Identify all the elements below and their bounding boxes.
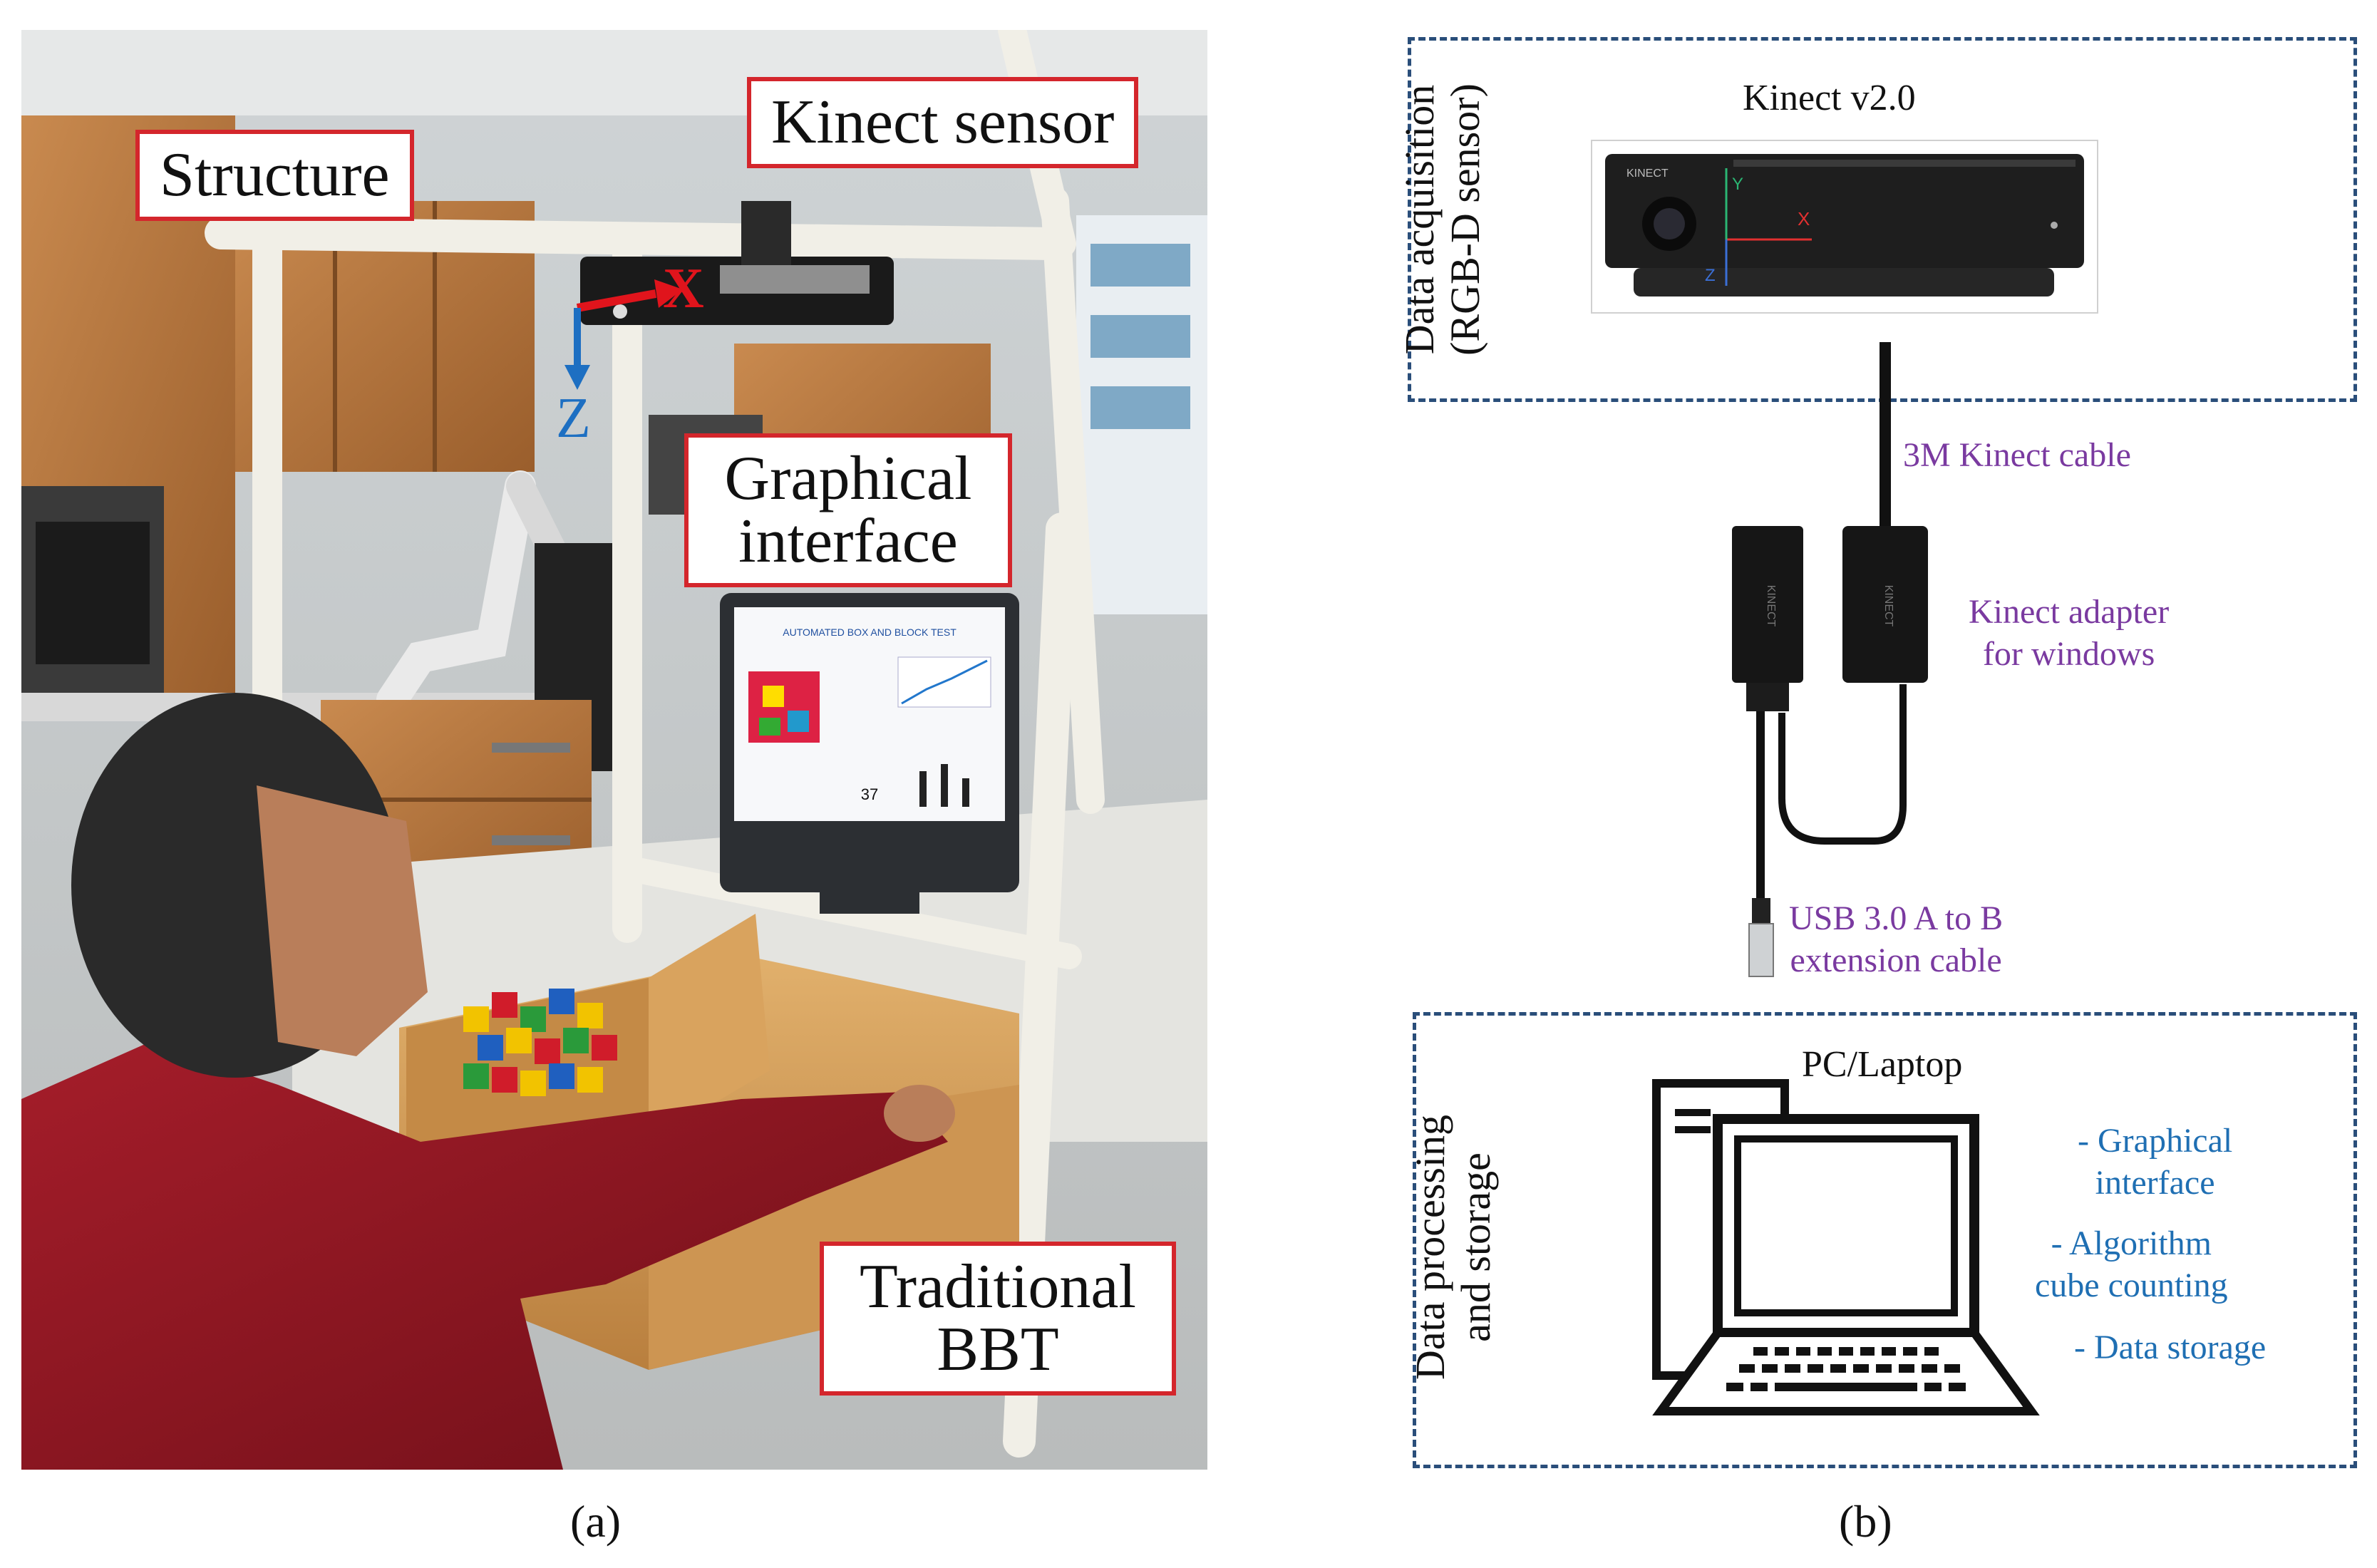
kinect-y-axis-label: Y (1732, 175, 1743, 194)
z-axis-label: Z (556, 387, 591, 450)
monitor-score: 37 (861, 785, 878, 803)
kinect-adapter-label: Kinect adapter for windows (1969, 592, 2169, 675)
adapter-connector-cable (1778, 684, 1907, 845)
usb-extension-label-line1: USB 3.0 A to B (1789, 899, 2004, 937)
x-axis-label: X (663, 257, 704, 320)
feature-data-storage: - Data storage (2074, 1327, 2266, 1369)
usb-extension-label: USB 3.0 A to B extension cable (1789, 898, 2003, 981)
data-acquisition-title-line2: (RGB-D sensor) (1441, 83, 1488, 356)
kinect-hub-box (1732, 526, 1803, 683)
monitor-screen-title: AUTOMATED BOX AND BLOCK TEST (783, 626, 957, 638)
feature-data-storage-line1: - Data storage (2074, 1329, 2267, 1366)
panel-a-caption: (a) (570, 1496, 622, 1547)
panel-b-caption: (b) (1839, 1496, 1892, 1547)
data-acquisition-title: Data acquisition (RGB-D sensor) (1396, 63, 1497, 376)
monitor-photo: AUTOMATED BOX AND BLOCK TEST 37 (720, 593, 1019, 914)
kinect-x-axis-label: X (1798, 208, 1810, 229)
traditional-bbt-label: Traditional BBT (820, 1242, 1176, 1396)
kinect-cable-label: 3M Kinect cable (1903, 436, 2131, 474)
feature-graphical-interface: - Graphical interface (2078, 1120, 2232, 1204)
adapter-device-text: KINECT (1882, 585, 1894, 627)
data-processing-title-line2: and storage (1452, 1152, 1499, 1342)
data-acquisition-title-line1: Data acquisition (1396, 84, 1443, 355)
kinect-sensor-label: Kinect sensor (747, 77, 1139, 168)
pc-laptop-icon (1652, 1079, 2040, 1415)
person (21, 693, 955, 1470)
feature-algorithm-line2: cube counting (2035, 1266, 2228, 1304)
usb-extension-label-line2: extension cable (1790, 941, 2002, 979)
photo-illustration: AUTOMATED BOX AND BLOCK TEST 37 (21, 30, 1207, 1470)
data-processing-title-line1: Data processing (1407, 1114, 1453, 1381)
photo-axes-arrows (564, 279, 683, 390)
pc-laptop-label: PC/Laptop (1802, 1044, 1963, 1085)
cable-and-adapter-diagram: KINECT KINECT (1732, 342, 1928, 977)
feature-algorithm-cube-counting: - Algorithm cube counting (2035, 1223, 2228, 1306)
structure-label: Structure (135, 130, 414, 221)
kinect-device-image: KINECT X Y Z (1591, 140, 2098, 314)
traditional-bbt-label-line2: BBT (937, 1315, 1059, 1384)
traditional-bbt-label-line1: Traditional (860, 1252, 1136, 1321)
graphical-interface-label: Graphical interface (684, 433, 1012, 587)
graphical-interface-label-line1: Graphical (724, 444, 972, 513)
graphical-interface-label-line2: interface (738, 507, 958, 576)
kinect-adapter-box (1842, 526, 1928, 683)
colored-cubes (463, 989, 867, 1189)
usb-connector (1748, 923, 1774, 977)
data-processing-title: Data processing and storage (1407, 1083, 1507, 1411)
hub-device-text: KINECT (1765, 585, 1777, 627)
kinect-adapter-label-line2: for windows (1982, 634, 2155, 673)
experimental-setup-photo: AUTOMATED BOX AND BLOCK TEST 37 (21, 30, 1207, 1470)
feature-graphical-interface-line2: interface (2095, 1163, 2215, 1202)
data-processing-box (1413, 1012, 2357, 1468)
feature-graphical-interface-line1: - Graphical (2078, 1122, 2233, 1160)
kinect-device-name: Kinect v2.0 (1743, 78, 1916, 118)
kinect-brand-text: KINECT (1626, 167, 1669, 180)
feature-algorithm-line1: - Algorithm (2051, 1224, 2212, 1262)
kinect-z-axis-label: Z (1705, 266, 1716, 285)
kinect-adapter-label-line1: Kinect adapter (1969, 593, 2170, 631)
